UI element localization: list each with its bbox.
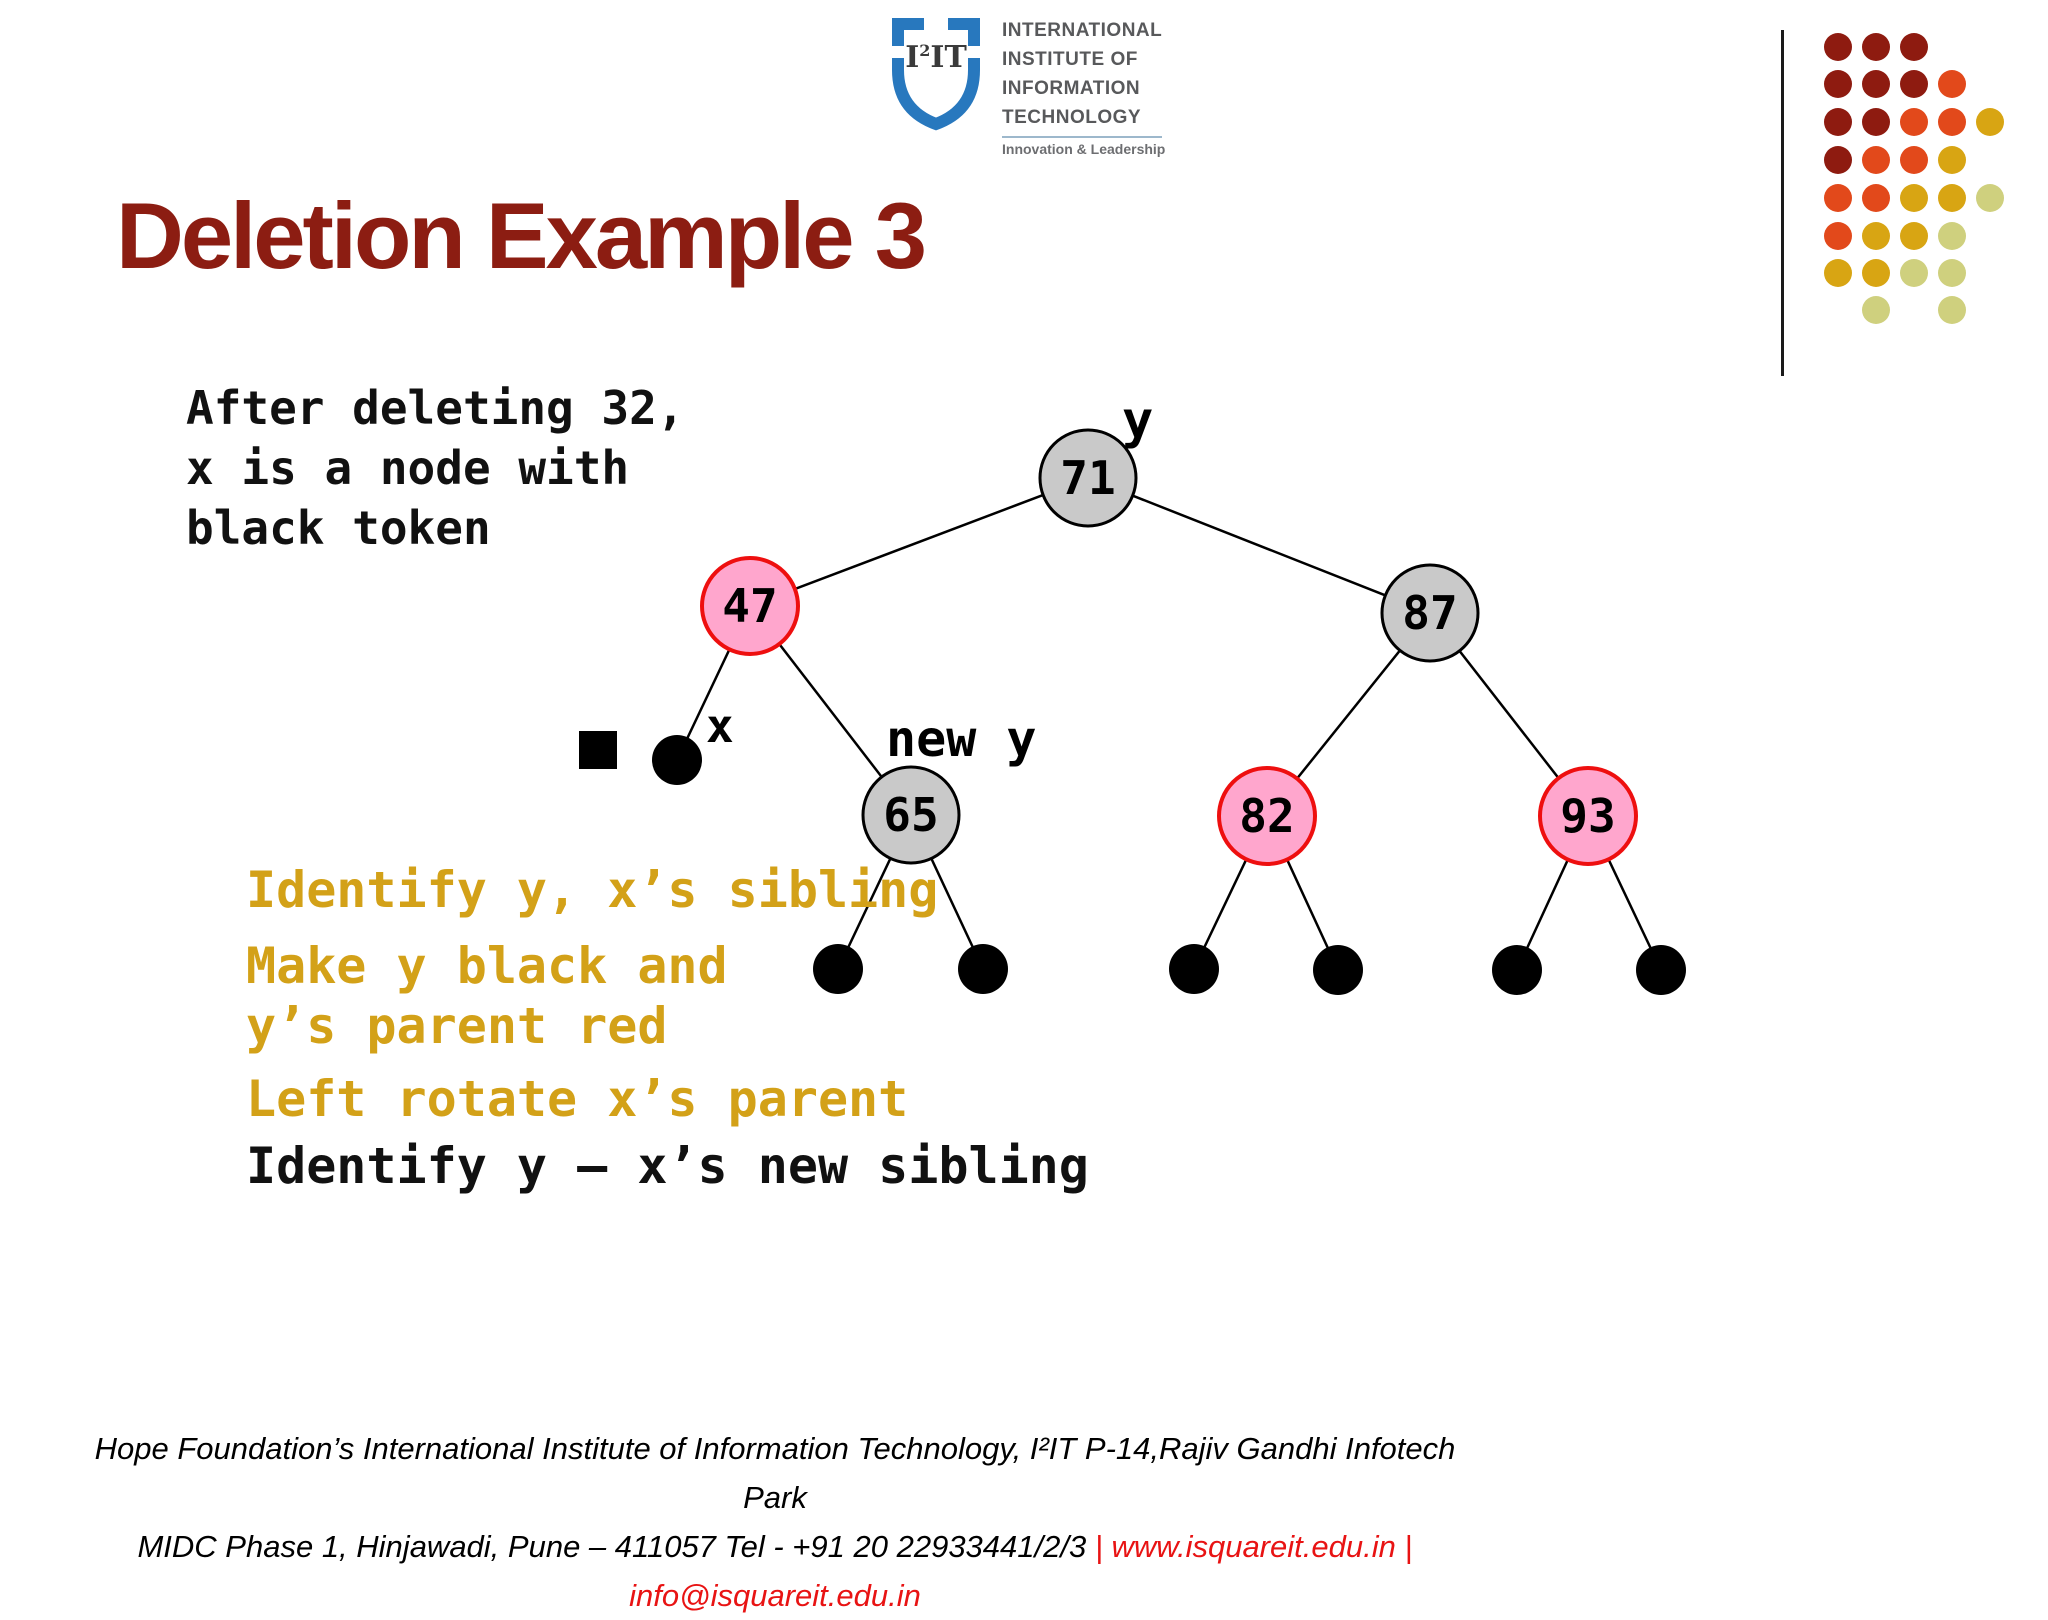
logo-line: TECHNOLOGY [1002,107,1142,128]
tree-leaf-node [1636,945,1686,995]
tree-leaf-node [958,944,1008,994]
decor-dot [1900,33,1928,61]
decor-dot [1976,108,2004,136]
footer-address-line2: MIDC Phase 1, Hinjawadi, Pune – 411057 T… [60,1522,1490,1620]
decor-dot [1824,259,1852,287]
decor-dot [1900,184,1928,212]
decor-dot [1938,222,1966,250]
logo-line: INSTITUTE OF [1002,49,1138,70]
shield-outline-icon [892,18,980,131]
decor-dot [1824,70,1852,98]
step-make-y-black: Make y black and y’s parent red [246,937,728,1055]
tree-edge [749,476,1089,608]
tree-node-65 [861,765,961,865]
red-black-tree-diagram: 71 47 87 65 82 93 y x new y [579,391,1686,995]
tree-node-value: 47 [722,579,777,633]
step-left-rotate: Left rotate x’s parent [246,1070,909,1128]
tree-node-93 [1538,766,1638,866]
decor-dot [1824,146,1852,174]
tree-leaf-node [1313,945,1363,995]
decor-dot [1824,108,1852,136]
decor-dot [1938,296,1966,324]
tree-node-value: 82 [1239,789,1294,843]
decor-dot [1900,222,1928,250]
tree-node-value: 65 [883,788,938,842]
step-identify-new-sibling: Identify y – x’s new sibling [246,1137,1089,1195]
decor-dot [1862,70,1890,98]
note-after-deleting: After deleting 32, x is a node with blac… [186,381,685,555]
logo-shield-icon: I2IT [888,12,984,134]
decor-dot [1862,184,1890,212]
tree-node-82 [1217,766,1317,866]
decor-dot [1938,108,1966,136]
tree-node-value: 87 [1402,586,1457,640]
tree-leaf-node [813,944,863,994]
logo-divider [1002,136,1162,138]
decor-dot [1938,146,1966,174]
deleted-node-square-marker [579,731,617,769]
tree-leaf-node [1169,944,1219,994]
logo-line: INTERNATIONAL [1002,20,1163,41]
slide: { "logo": { "monogram_base": "I", "monog… [94,12,2004,1613]
logo-line: INFORMATION [1002,78,1141,99]
tree-leaf-node [652,735,702,785]
decor-dot [1938,70,1966,98]
decor-dot [1900,70,1928,98]
decor-dot [1862,296,1890,324]
tree-node-71 [1038,428,1138,528]
decor-dot [1824,222,1852,250]
tree-node-47 [700,556,800,656]
decor-dot [1862,33,1890,61]
tree-label-y: y [1122,391,1153,451]
tree-node-value: 71 [1060,451,1115,505]
tree-label-x: x [706,699,734,753]
tree-label-new-y: new y [886,710,1037,768]
institute-logo: I2IT INTERNATIONAL INSTITUTE OF INFORMAT… [888,12,1165,157]
logo-tagline: Innovation & Leadership [1002,141,1166,157]
page-title: Deletion Example 3 [116,183,927,288]
decor-dot [1900,146,1928,174]
tree-leaf-node [1492,945,1542,995]
decor-dot [1900,108,1928,136]
decor-dot [1824,33,1852,61]
decor-dot [1862,108,1890,136]
footer: Hope Foundation’s International Institut… [60,1424,1490,1620]
tree-node-value: 93 [1560,789,1615,843]
decor-dot [1862,222,1890,250]
decor-dot [1824,184,1852,212]
logo-monogram: I2IT [905,40,967,75]
logo-wordmark: INTERNATIONAL INSTITUTE OF INFORMATION T… [1002,12,1165,157]
footer-address-line2-black: MIDC Phase 1, Hinjawadi, Pune – 411057 T… [137,1529,1095,1564]
tree-node-87 [1380,563,1480,663]
footer-address-line1: Hope Foundation’s International Institut… [94,1431,1456,1515]
decor-dot [1976,184,2004,212]
tree-edge [1087,476,1431,615]
step-identify-y-sibling: Identify y, x’s sibling [246,861,939,919]
decor-dot [1900,259,1928,287]
decor-dot [1938,259,1966,287]
decor-vertical-line [1781,30,1784,376]
decor-dot [1938,184,1966,212]
decor-dot [1862,259,1890,287]
decor-dot [1862,146,1890,174]
